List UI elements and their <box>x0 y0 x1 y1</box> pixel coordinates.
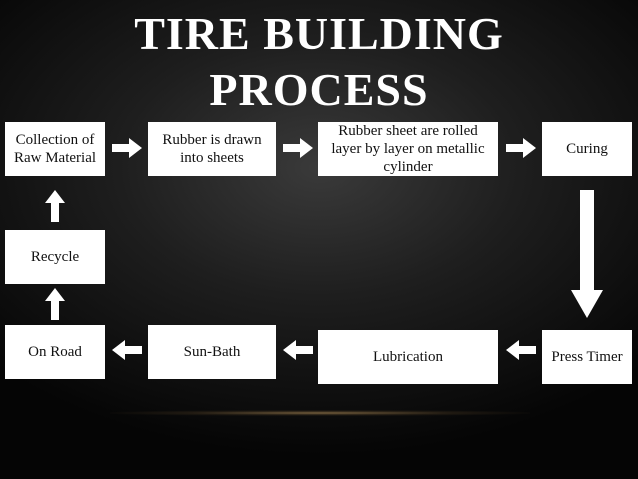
up-arrow-icon <box>45 190 65 222</box>
step-collection-label: Collection of Raw Material <box>13 132 97 166</box>
decorative-glow-line <box>110 410 530 416</box>
step-curing: Curing <box>542 122 632 176</box>
step-press-timer-label: Press Timer <box>551 349 623 365</box>
step-lubrication: Lubrication <box>318 330 498 384</box>
step-rolled: Rubber sheet are rolled layer by layer o… <box>318 122 498 176</box>
right-arrow-icon <box>506 138 536 158</box>
step-sun-bath: Sun-Bath <box>148 325 276 379</box>
step-sun-bath-label: Sun-Bath <box>183 344 241 360</box>
right-arrow-icon <box>283 138 313 158</box>
title-line-1: TIRE BUILDING <box>134 8 504 59</box>
title-line-2: PROCESS <box>209 64 429 115</box>
left-arrow-icon <box>112 340 142 360</box>
down-arrow-icon <box>571 190 603 318</box>
page-title: TIRE BUILDING PROCESS <box>0 6 638 118</box>
step-collection: Collection of Raw Material <box>5 122 105 176</box>
step-recycle: Recycle <box>5 230 105 284</box>
step-on-road-label: On Road <box>28 344 82 360</box>
step-press-timer: Press Timer <box>542 330 632 384</box>
left-arrow-icon <box>506 340 536 360</box>
step-sheets: Rubber is drawn into sheets <box>148 122 276 176</box>
step-lubrication-label: Lubrication <box>373 349 443 365</box>
step-on-road: On Road <box>5 325 105 379</box>
right-arrow-icon <box>112 138 142 158</box>
up-arrow-icon <box>45 288 65 320</box>
step-recycle-label: Recycle <box>30 249 80 265</box>
step-rolled-label: Rubber sheet are rolled layer by layer o… <box>331 123 485 175</box>
step-sheets-label: Rubber is drawn into sheets <box>162 132 262 166</box>
left-arrow-icon <box>283 340 313 360</box>
step-curing-label: Curing <box>566 141 608 157</box>
